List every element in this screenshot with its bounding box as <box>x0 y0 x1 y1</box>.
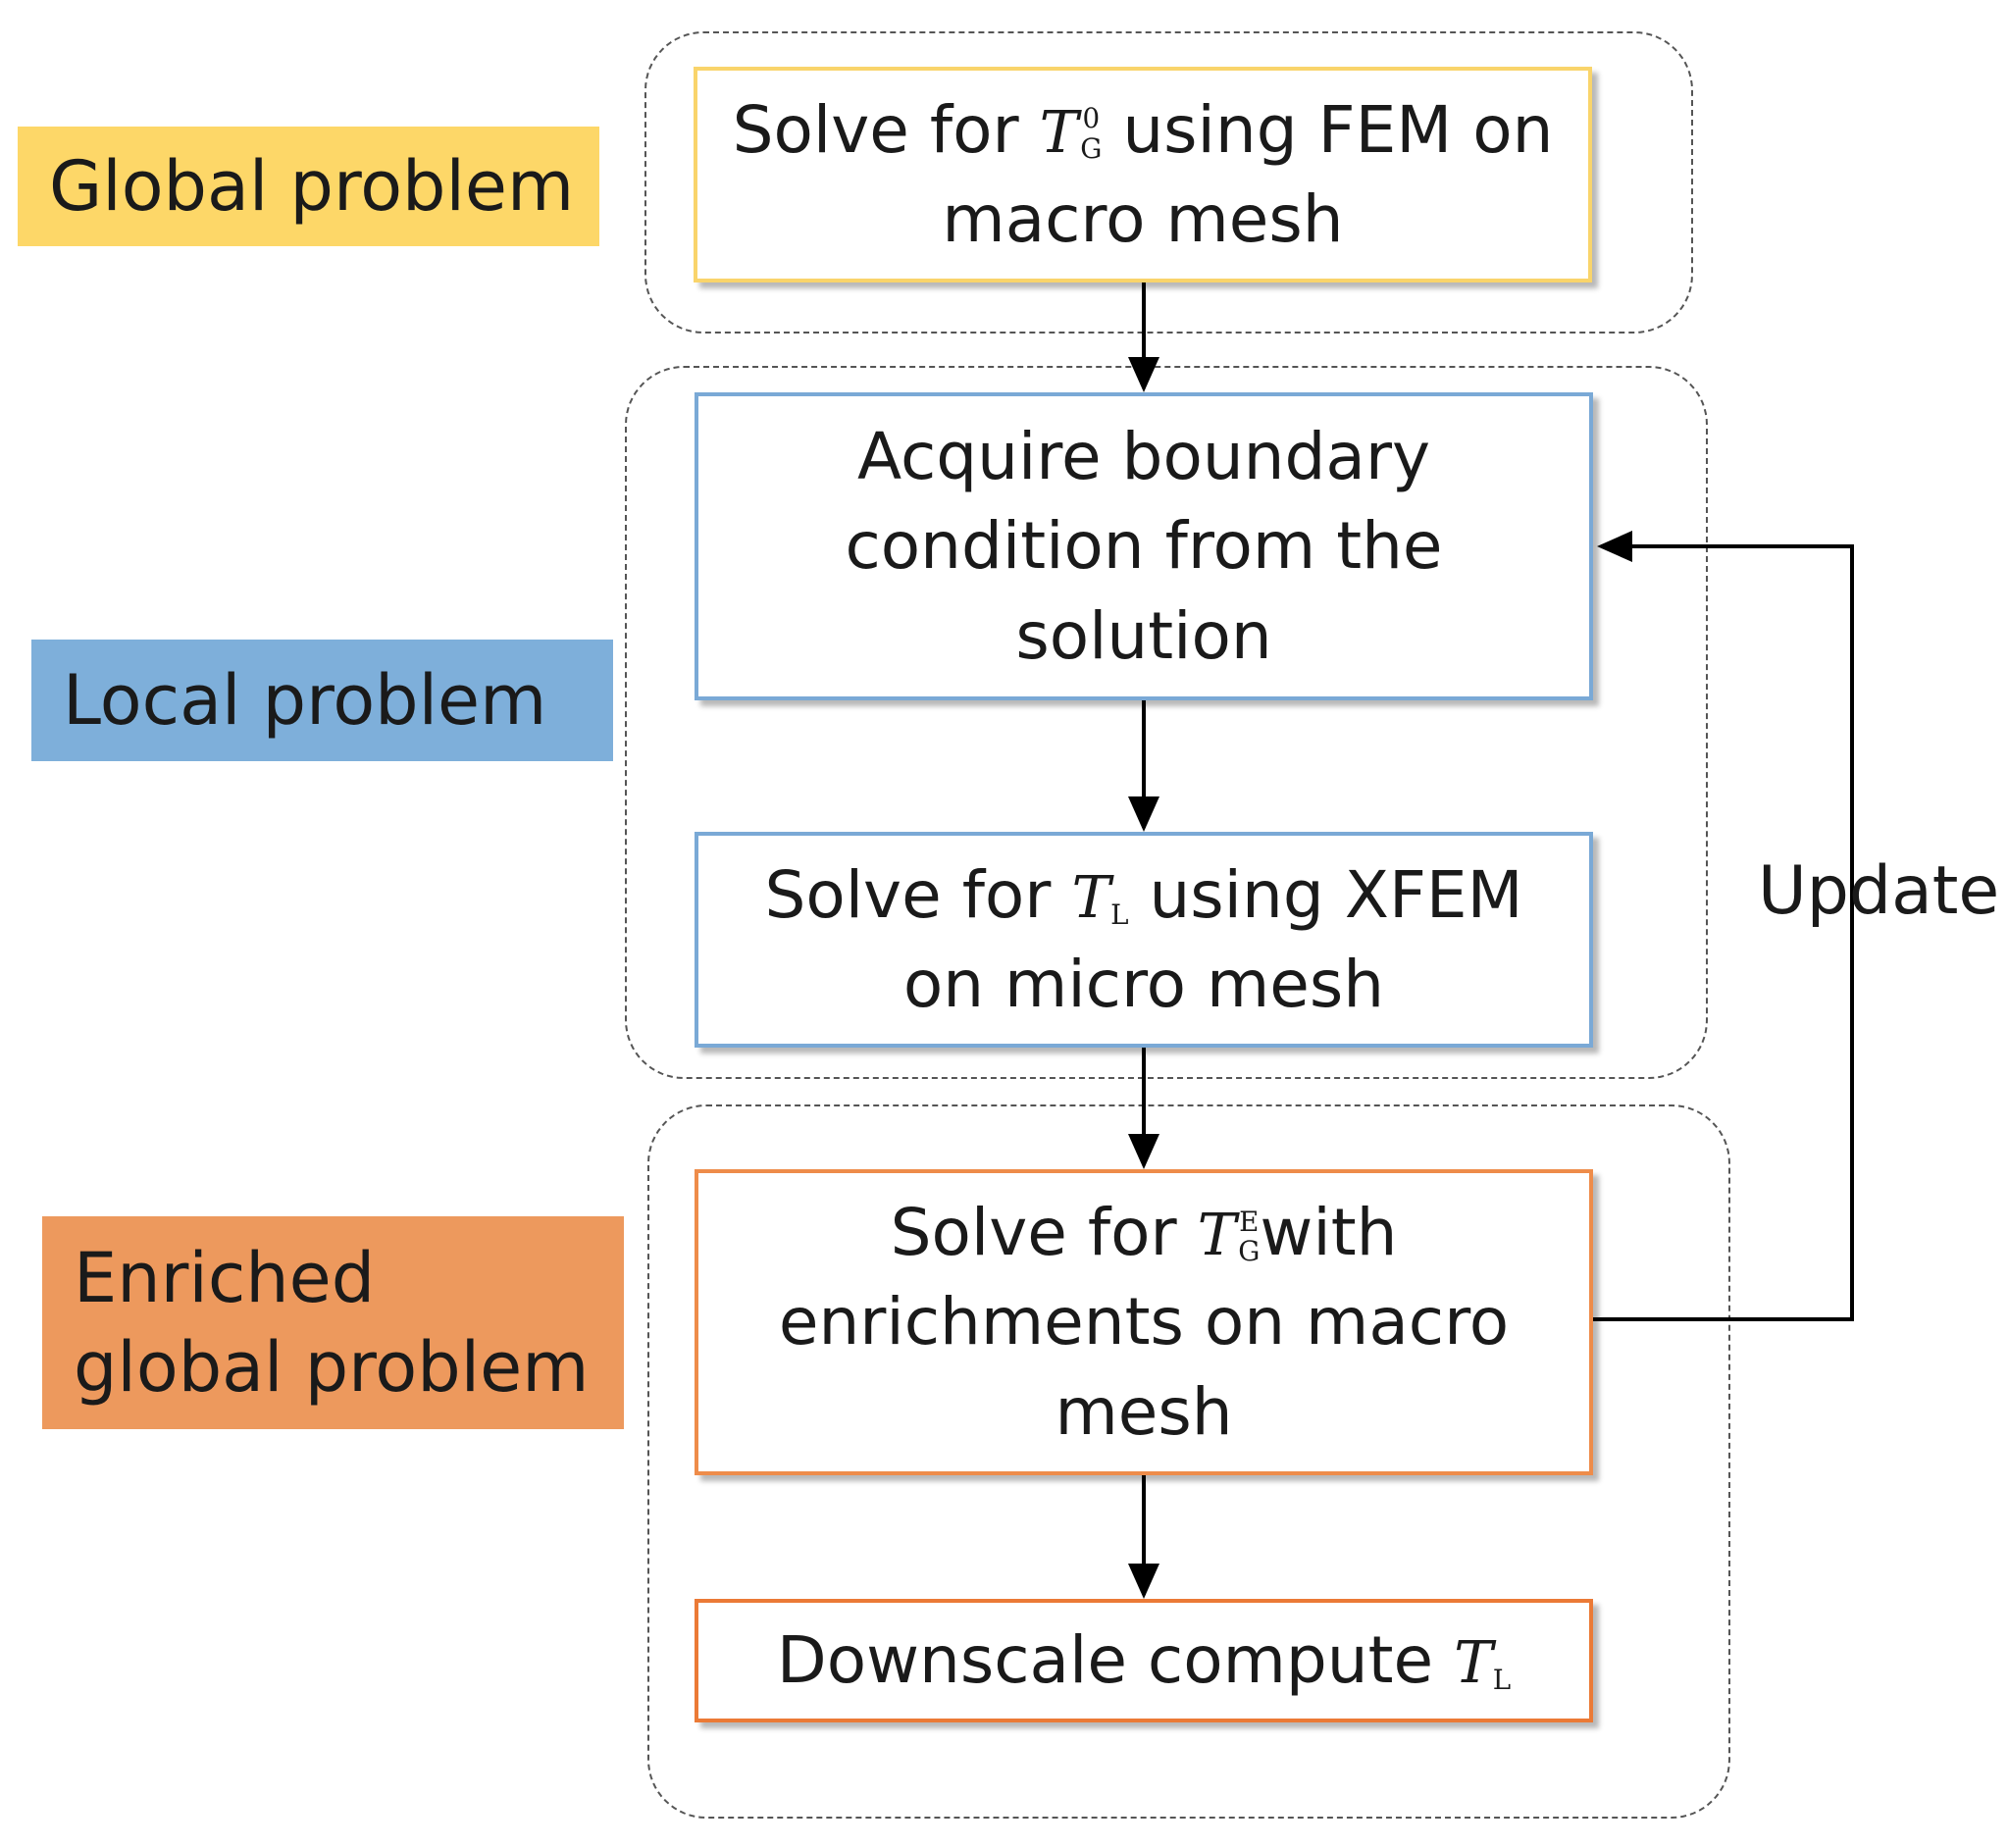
box-text: using XFEM <box>1149 856 1523 933</box>
math-subscript: G <box>1238 1235 1261 1268</box>
box-text: Downscale compute <box>776 1622 1434 1699</box>
math-symbol: T <box>1197 1202 1237 1270</box>
box-line: Downscale compute TL <box>777 1616 1511 1705</box>
box-line: enrichments on macro <box>778 1284 1510 1360</box>
box-text: Solve for <box>764 856 1052 933</box>
math-subscript: L <box>1110 898 1129 931</box>
math-subscript: L <box>1492 1664 1512 1697</box>
local-problem-label: Local problem <box>31 640 613 761</box>
update-label: Update <box>1758 852 2000 930</box>
local-problem-label-text: Local problem <box>63 659 547 741</box>
local-problem-group <box>625 366 1708 1079</box>
enriched-global-problem-label-text: Enriched global problem <box>74 1237 590 1408</box>
box-line: macro mesh <box>942 181 1344 257</box>
box-text: with <box>1260 1195 1398 1271</box>
global-problem-group <box>644 31 1693 334</box>
global-problem-label-text: Global problem <box>49 145 575 227</box>
box-line: Acquire boundary <box>856 419 1431 495</box>
math-subscript: G <box>1080 131 1103 165</box>
box-line: Solve for TL using XFEM <box>764 850 1522 940</box>
downscale-compute-box: Downscale compute TL <box>695 1599 1593 1722</box>
acquire-boundary-condition-box: Acquire boundary condition from the solu… <box>695 392 1593 700</box>
box-line: on micro mesh <box>902 947 1385 1022</box>
box-line: solution <box>1015 597 1272 674</box>
global-problem-label: Global problem <box>18 127 599 246</box>
enriched-global-problem-group <box>647 1104 1730 1819</box>
update-feedback-arrow <box>1593 531 1854 1321</box>
solve-local-xfem-box: Solve for TL using XFEM on micro mesh <box>695 832 1593 1048</box>
box-text: using FEM on <box>1122 91 1554 168</box>
box-line: mesh <box>1055 1373 1233 1450</box>
enriched-global-problem-label: Enriched global problem <box>42 1216 624 1429</box>
math-symbol: T <box>1454 1629 1493 1698</box>
math-superscript: 0 <box>1082 102 1101 135</box>
math-symbol: T <box>1039 98 1079 167</box>
math-symbol: T <box>1071 863 1111 932</box>
box-text: Solve for <box>732 91 1019 168</box>
math-superscript: E <box>1239 1205 1260 1238</box>
box-text: Solve for <box>890 1195 1177 1271</box>
box-line: condition from the <box>845 508 1443 585</box>
